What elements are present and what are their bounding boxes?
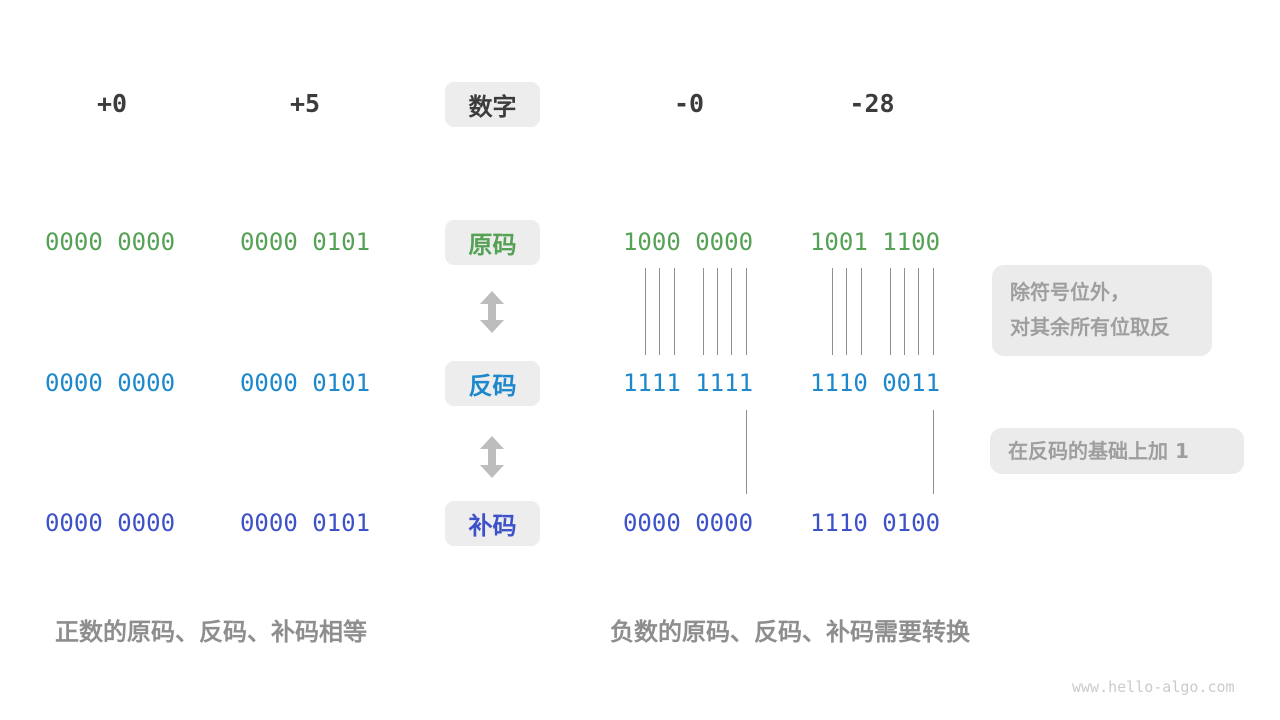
bit-connector-line	[832, 268, 833, 355]
binary-value: 1000 0000	[622, 228, 754, 256]
bit-connector-line	[645, 268, 646, 355]
up-down-arrow-icon	[477, 291, 507, 333]
row-label: 原码	[468, 231, 517, 259]
bit-connector-line	[890, 268, 891, 355]
row-label-box-twos-complement: 补码	[445, 501, 540, 546]
caption-negative: 负数的原码、反码、补码需要转换	[610, 618, 970, 646]
binary-value: 0000 0101	[239, 228, 371, 256]
binary-value: 0000 0000	[622, 509, 754, 537]
note-line: 在反码的基础上加 1	[1008, 438, 1189, 463]
invert-note-box: 除符号位外， 对其余所有位取反	[992, 265, 1212, 356]
header-number: -0	[673, 89, 705, 118]
header-label: 数字	[468, 93, 517, 121]
note-line: 对其余所有位取反	[1010, 315, 1170, 339]
header-number: +5	[289, 89, 321, 118]
binary-value: 0000 0000	[44, 509, 176, 537]
bit-connector-line	[746, 268, 747, 355]
row-label-box-ones-complement: 反码	[445, 361, 540, 406]
binary-value: 0000 0101	[239, 509, 371, 537]
binary-value: 1110 0100	[809, 509, 941, 537]
caption-positive: 正数的原码、反码、补码相等	[55, 618, 367, 646]
header-number: +0	[96, 89, 128, 118]
bit-connector-line	[731, 268, 732, 355]
bit-connector-line	[717, 268, 718, 355]
bit-connector-line	[904, 268, 905, 355]
row-label: 补码	[468, 512, 517, 540]
header-number: -28	[849, 89, 895, 118]
watermark: www.hello-algo.com	[1072, 678, 1235, 696]
binary-value: 0000 0101	[239, 369, 371, 397]
binary-value: 0000 0000	[44, 228, 176, 256]
bit-connector-line	[918, 268, 919, 355]
up-down-arrow-icon	[477, 436, 507, 478]
row-label-box-sign-magnitude: 原码	[445, 220, 540, 265]
binary-value: 1111 1111	[622, 369, 754, 397]
bit-connector-line	[933, 268, 934, 355]
bit-connector-line	[659, 268, 660, 355]
add-one-connector-line	[746, 410, 747, 494]
binary-value: 1001 1100	[809, 228, 941, 256]
row-label: 反码	[468, 372, 517, 400]
bit-connector-line	[674, 268, 675, 355]
bit-connector-line	[703, 268, 704, 355]
add-one-connector-line	[933, 410, 934, 494]
add-one-note-box: 在反码的基础上加 1	[990, 428, 1244, 474]
bit-connector-line	[861, 268, 862, 355]
binary-value: 0000 0000	[44, 369, 176, 397]
bit-connector-line	[846, 268, 847, 355]
binary-value: 1110 0011	[809, 369, 941, 397]
note-line: 除符号位外，	[1010, 280, 1130, 304]
header-label-box: 数字	[445, 82, 540, 127]
